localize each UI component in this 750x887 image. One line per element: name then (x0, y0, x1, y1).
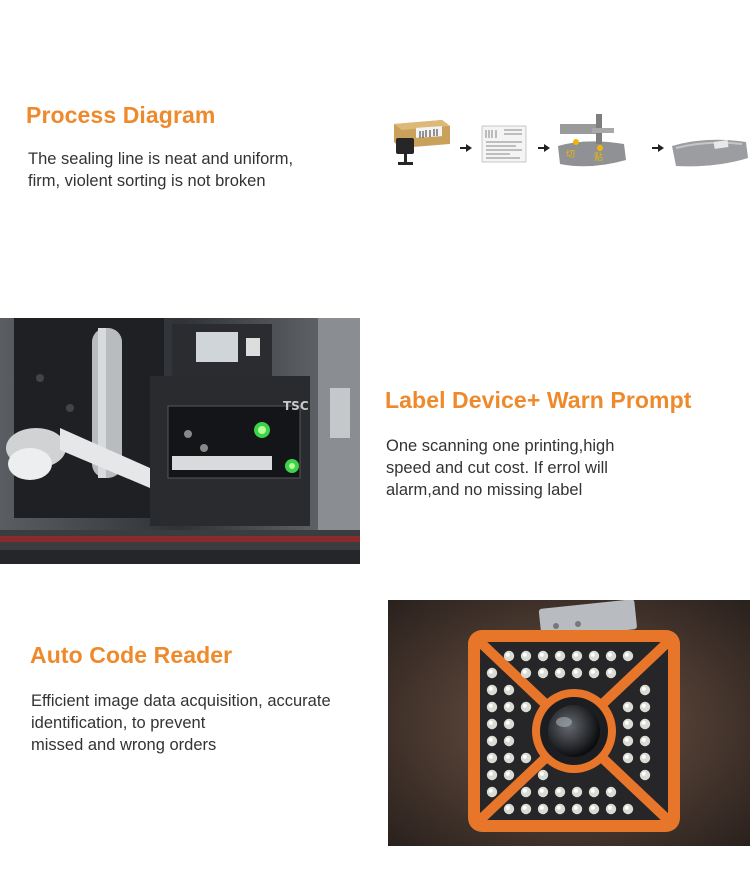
led-array (486, 650, 651, 815)
process-flow-diagram: 切 贴 (394, 114, 748, 167)
led-highlight (624, 652, 629, 657)
led-highlight (590, 652, 595, 657)
led-highlight (641, 703, 646, 708)
led-highlight (590, 788, 595, 793)
step-label: 贴 (594, 151, 603, 163)
led-highlight (607, 652, 612, 657)
code-reader-photo (388, 600, 750, 846)
led-highlight (607, 669, 612, 674)
led-highlight (539, 669, 544, 674)
led-highlight (488, 737, 493, 742)
scanner-box-icon (394, 120, 450, 165)
process-diagram-description: The sealing line is neat and uniform, fi… (28, 148, 293, 192)
label-device-description: One scanning one printing,high speed and… (386, 435, 614, 501)
led-highlight (539, 652, 544, 657)
description-line: firm, violent sorting is not broken (28, 172, 266, 190)
led-highlight (522, 805, 527, 810)
led-highlight (641, 754, 646, 759)
shipping-label-icon (481, 125, 527, 163)
description-line: missed and wrong orders (31, 736, 217, 754)
description-line: alarm,and no missing label (386, 481, 583, 499)
led-highlight (607, 788, 612, 793)
process-diagram-title: Process Diagram (26, 102, 216, 128)
led-highlight (522, 669, 527, 674)
led-highlight (488, 703, 493, 708)
led-highlight (573, 669, 578, 674)
led-highlight (505, 720, 510, 725)
printer-brand-logo: TSC (283, 399, 309, 413)
description-line: The sealing line is neat and uniform, (28, 150, 294, 168)
code-reader-title: Auto Code Reader (30, 642, 233, 668)
led-highlight (573, 788, 578, 793)
led-highlight (590, 669, 595, 674)
led-highlight (624, 737, 629, 742)
arrow-icon (460, 144, 472, 152)
led-highlight (590, 805, 595, 810)
led-highlight (488, 788, 493, 793)
led-highlight (641, 771, 646, 776)
led-highlight (556, 788, 561, 793)
led-highlight (641, 720, 646, 725)
led-highlight (556, 805, 561, 810)
led-highlight (607, 805, 612, 810)
label-device-title: Label Device+ Warn Prompt (385, 387, 692, 413)
led-highlight (573, 805, 578, 810)
led-highlight (505, 652, 510, 657)
led-highlight (641, 737, 646, 742)
led-highlight (624, 805, 629, 810)
description-line: Efficient image data acquisition, accura… (31, 692, 331, 710)
led-highlight (505, 805, 510, 810)
arrow-icon (652, 144, 664, 152)
code-reader-description: Efficient image data acquisition, accura… (31, 690, 331, 756)
led-highlight (556, 669, 561, 674)
label-applicator-icon: 切 贴 (558, 114, 626, 167)
led-highlight (488, 720, 493, 725)
led-highlight (624, 754, 629, 759)
description-line: identification, to prevent (31, 714, 206, 732)
description-line: speed and cut cost. If errol will (386, 459, 608, 477)
led-highlight (505, 754, 510, 759)
description-line: One scanning one printing,high (386, 437, 615, 455)
led-highlight (624, 720, 629, 725)
led-highlight (505, 703, 510, 708)
led-highlight (539, 771, 544, 776)
led-highlight (539, 788, 544, 793)
step-label: 切 (566, 149, 575, 160)
led-highlight (488, 771, 493, 776)
led-highlight (522, 754, 527, 759)
led-highlight (488, 754, 493, 759)
led-highlight (573, 652, 578, 657)
label-printer-photo: TSC (0, 318, 360, 564)
led-highlight (505, 737, 510, 742)
led-highlight (488, 669, 493, 674)
led-highlight (488, 686, 493, 691)
led-highlight (641, 686, 646, 691)
led-highlight (522, 788, 527, 793)
sealed-bag-icon (672, 139, 748, 167)
led-highlight (522, 652, 527, 657)
led-highlight (624, 703, 629, 708)
led-highlight (539, 805, 544, 810)
led-highlight (522, 703, 527, 708)
led-highlight (505, 771, 510, 776)
led-highlight (556, 652, 561, 657)
arrow-icon (538, 144, 550, 152)
led-highlight (505, 686, 510, 691)
